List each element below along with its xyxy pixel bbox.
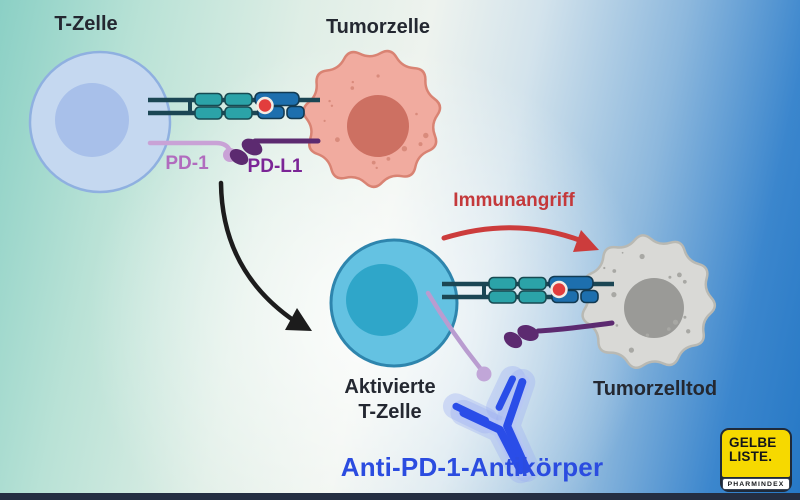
activated-t-cell [329,238,459,368]
tumor-cell [302,49,442,189]
t-cell-nucleus [55,83,129,157]
dead-cell-speckles [603,251,691,353]
pd1-unbound [425,290,492,382]
immune-attack-label: Immunangriff [453,190,575,211]
transition-arrow [218,180,312,331]
logo-line1: GELBE [729,435,777,450]
tumor-cell-speckles [323,74,429,170]
anti-pd1-antibody-label: Anti-PD-1-Antikörper [340,452,604,482]
bottom-border-bar [0,493,800,500]
logo-subtitle: PHARMINDEX [722,478,790,490]
activated-t-cell-nucleus [346,264,418,336]
pd1-label: PD-1 [165,153,209,174]
pdl1-head-1 [241,138,263,156]
tcr-mhc-complex-bottom [442,277,614,304]
pd1-pdl1-bound [147,138,321,165]
dead-tumor-cell-nucleus [624,278,684,338]
tumor-cell-nucleus [347,95,409,157]
anti-pd1-antibody-icon [442,365,540,484]
t-cell [28,50,172,194]
gelbe-liste-logo: GELBE LISTE. PHARMINDEX [720,428,792,492]
activated-t-cell-label-line2: T-Zelle [358,401,422,423]
pdl1-label: PD-L1 [247,156,303,177]
tcr-mhc-complex-top [148,93,320,120]
logo-wordmark: GELBE LISTE. [722,430,790,477]
tumor-death-label: Tumorzelltod [592,378,718,400]
pdl1-head-2 [229,149,249,165]
logo-line2: LISTE. [729,449,773,464]
immune-attack-arrow [441,225,599,252]
t-cell-label: T-Zelle [54,13,118,35]
tumor-cell-label: Tumorzelle [325,16,431,38]
pdl1-unbound [503,320,615,349]
dead-tumor-cell [581,234,717,369]
activated-t-cell-label-line1: Aktivierte [344,376,436,398]
